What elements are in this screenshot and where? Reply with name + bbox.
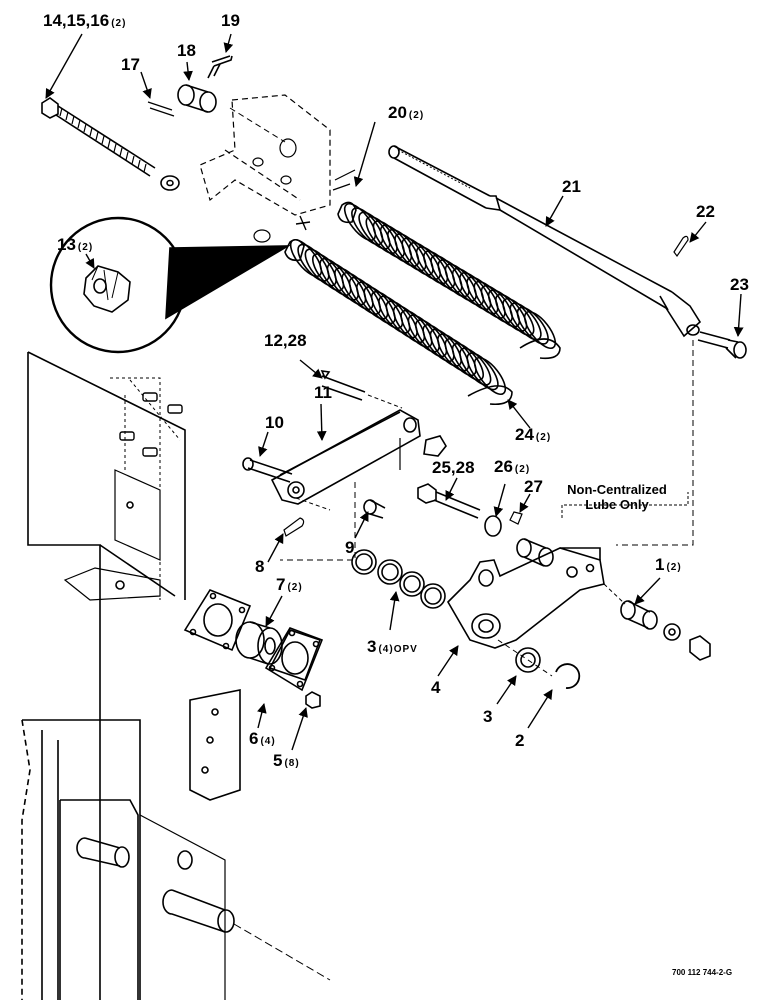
pivot-arm — [446, 547, 605, 649]
callout-3: 3 — [483, 707, 493, 726]
callout-12-28: 12,28 — [264, 331, 307, 350]
callout-20: 20(2) — [388, 103, 425, 122]
callout-24: 24(2) — [515, 425, 552, 444]
frame-panel — [21, 351, 331, 1000]
link-arm — [242, 370, 447, 505]
detail-view — [49, 216, 292, 354]
bearing-assembly — [183, 589, 324, 709]
bolt-25 — [417, 483, 523, 537]
callout-18: 18 — [177, 41, 196, 60]
spring-coil — [523, 310, 557, 350]
callout-25-28: 25,28 — [432, 458, 475, 477]
callout-9: 9 — [345, 538, 355, 557]
washer-stack — [351, 549, 446, 609]
spring-coil — [516, 306, 549, 345]
spring-coil — [459, 347, 492, 386]
pin-and-bushing — [147, 55, 286, 143]
drawing-code: 700 112 744-2-G — [672, 968, 733, 977]
lube-note-line1: Non-Centralized — [567, 482, 667, 497]
threaded-bolt — [41, 97, 180, 191]
callout-3-opv: 3(4)OPV — [367, 637, 418, 656]
lube-note: Non-Centralized Lube Only — [552, 482, 682, 512]
callout-14-15-16: 14,15,16(2) — [43, 11, 127, 30]
callout-19: 19 — [221, 11, 240, 30]
callout-2: 2 — [515, 731, 525, 750]
spring-rod — [388, 145, 747, 546]
frame-studs — [119, 379, 183, 470]
spring-coil — [466, 352, 499, 391]
callout-10: 10 — [265, 413, 284, 432]
spring-coil — [473, 356, 507, 396]
spring-upper — [343, 202, 557, 350]
callout-11: 11 — [314, 383, 332, 402]
callout-27: 27 — [524, 477, 543, 496]
callout-22: 22 — [696, 202, 715, 221]
spring-lower — [289, 238, 507, 396]
callout-13: 13(2) — [57, 235, 94, 254]
callout-1: 1(2) — [655, 555, 682, 574]
upper-bracket — [199, 94, 331, 216]
callout-5: 5(8) — [273, 751, 300, 770]
callout-6: 6(4) — [249, 729, 276, 748]
callout-26: 26(2) — [494, 457, 531, 476]
callout-21: 21 — [562, 177, 581, 196]
callout-23: 23 — [730, 275, 749, 294]
callout-7: 7(2) — [276, 575, 303, 594]
callout-17: 17 — [121, 55, 140, 74]
callout-4: 4 — [431, 678, 441, 697]
lube-note-line2: Lube Only — [585, 497, 649, 512]
callout-8: 8 — [255, 557, 265, 576]
